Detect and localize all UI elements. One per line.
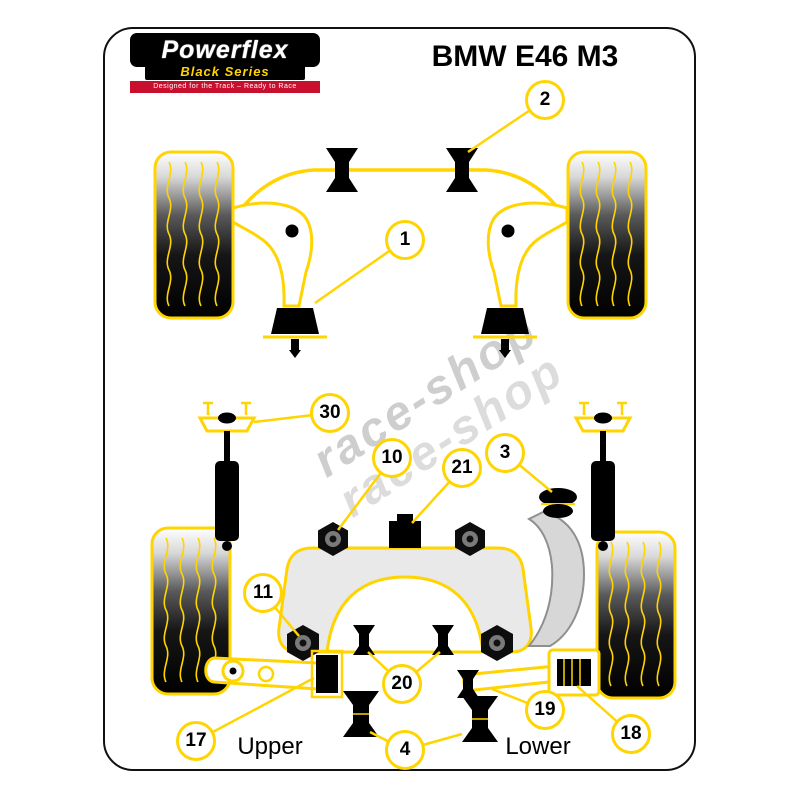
subframe-bushing-bottom-right: [481, 625, 513, 661]
arb-bushing-right: [446, 148, 478, 192]
top-mount-bolts-right: [579, 401, 627, 415]
callout-17: 17: [176, 721, 216, 761]
callout-3: 3: [485, 433, 525, 473]
callout-21: 21: [442, 448, 482, 488]
upper-control-arm: [204, 649, 344, 699]
upper-arm-bushing: [316, 655, 338, 693]
tie-bar-bushing-right: [462, 696, 498, 742]
subframe-center-mount: [389, 521, 421, 548]
callout-20: 20: [382, 664, 422, 704]
rear-subframe: [277, 514, 533, 661]
control-arm-right: [486, 201, 569, 308]
tire-front-left: [153, 150, 235, 320]
callout-18: 18: [611, 714, 651, 754]
shock-absorber-right: [573, 401, 633, 551]
logo-brand-text: Powerflex: [130, 33, 320, 67]
label-lower: Lower: [505, 733, 571, 760]
callout-11: 11: [243, 573, 283, 613]
tire-front-right: [566, 150, 648, 320]
diff-mount-bushing-left: [353, 625, 375, 655]
lower-arm-outer-bushing: [557, 659, 591, 686]
logo-tagline-text: Designed for the Track – Ready to Race: [130, 81, 320, 93]
arm-bushing-dot-left: [285, 224, 299, 238]
diff-mount-bushing-right: [432, 625, 454, 655]
page-title: BMW E46 M3: [431, 40, 619, 73]
callout-1: 1: [385, 220, 425, 260]
powerflex-logo: Powerflex Black Series Designed for the …: [130, 33, 320, 93]
callout-10: 10: [372, 438, 412, 478]
lower-control-arm: [457, 648, 601, 698]
logo-series-text: Black Series: [145, 64, 305, 80]
callout-2: 2: [525, 80, 565, 120]
subframe-bushing-top-left: [318, 522, 348, 556]
shock-absorber-left: [197, 401, 257, 551]
top-mount-bolts-left: [203, 401, 251, 415]
engine-mount-left: [263, 308, 327, 358]
tie-bar-bushing-left: [343, 691, 379, 737]
trailing-arm-bracket: [526, 488, 586, 647]
arb-bushing-left: [326, 148, 358, 192]
control-arm-left: [231, 201, 314, 308]
label-upper: Upper: [237, 733, 303, 760]
callout-30: 30: [310, 393, 350, 433]
engine-mount-right: [473, 308, 537, 358]
subframe-bushing-top-right: [455, 522, 485, 556]
tire-rear-right: [595, 530, 677, 700]
callout-19: 19: [525, 690, 565, 730]
anti-roll-bar: [234, 168, 566, 217]
lower-arm-inner-bushing: [457, 670, 479, 698]
callout-4: 4: [385, 730, 425, 770]
arm-bushing-dot-right: [501, 224, 515, 238]
